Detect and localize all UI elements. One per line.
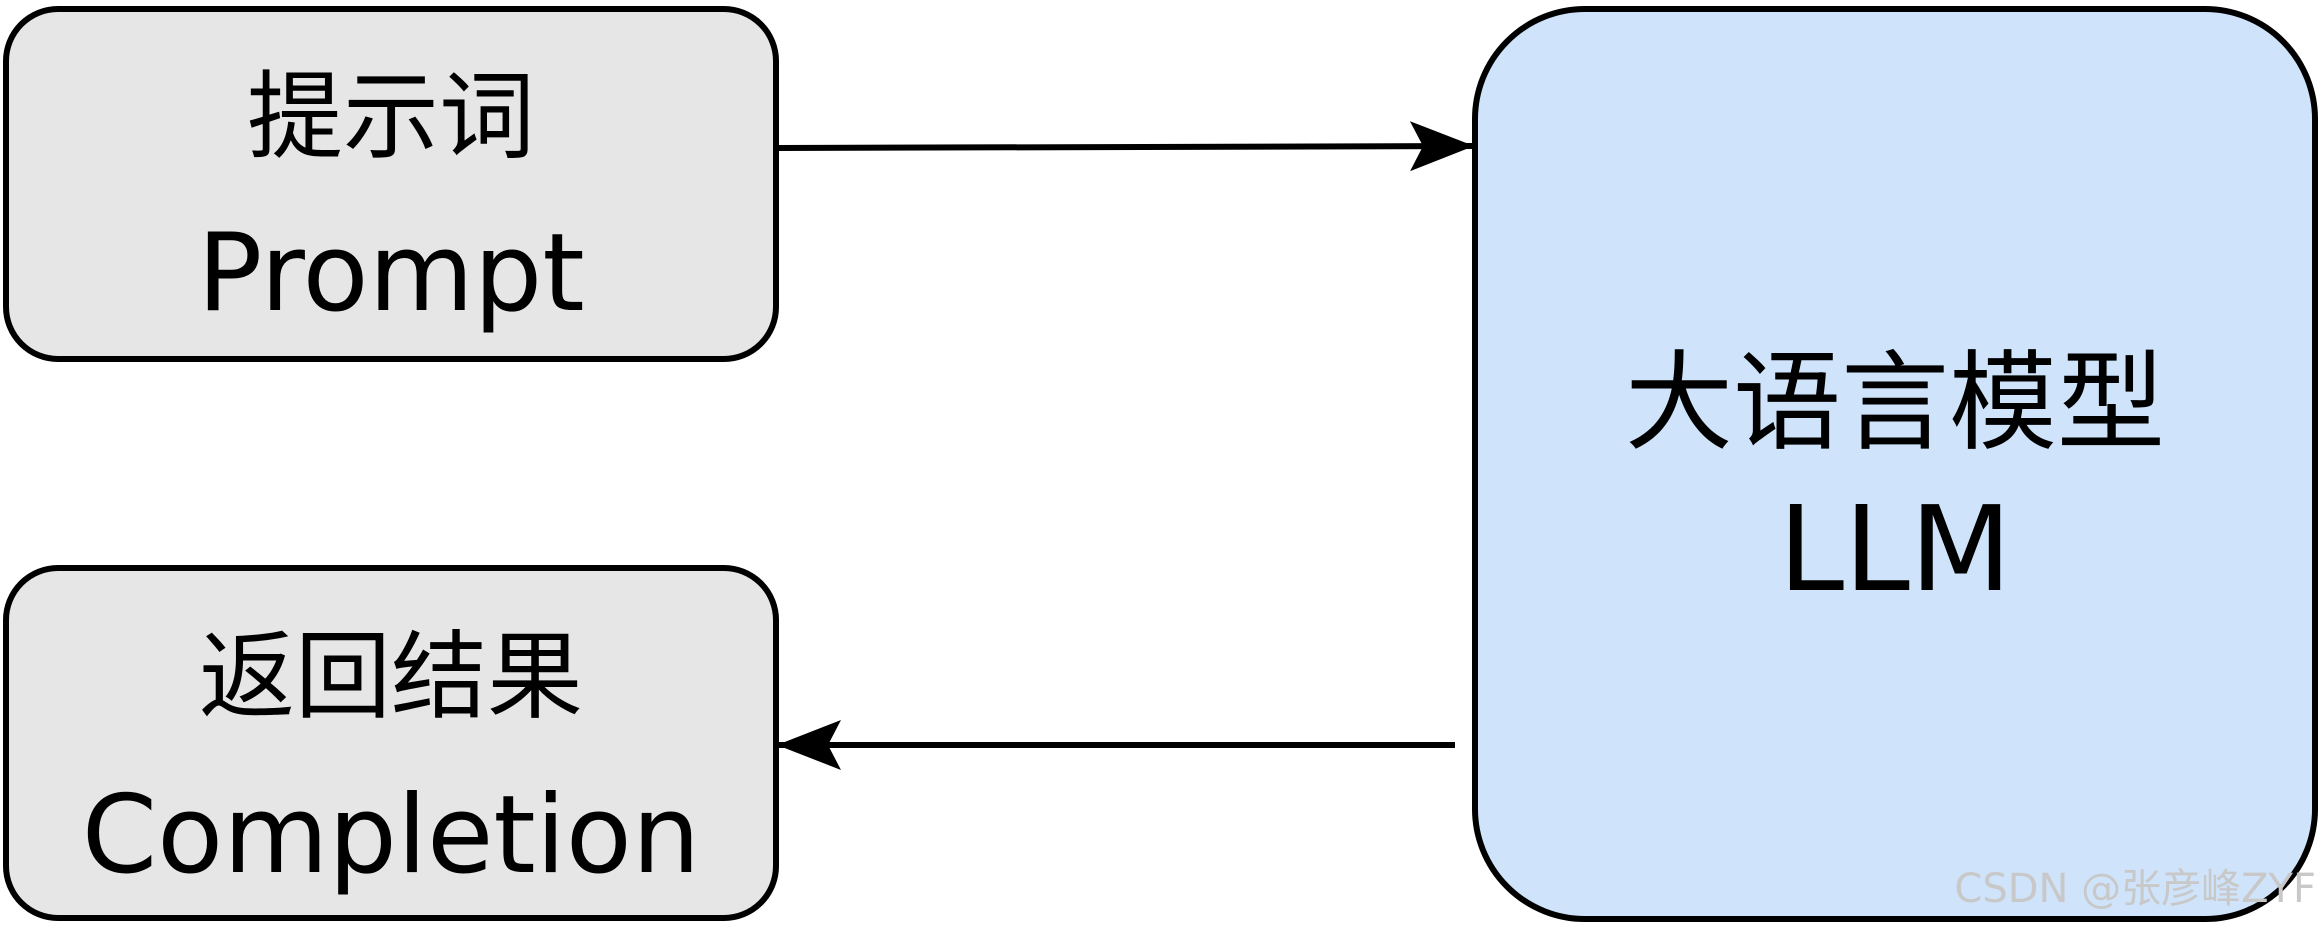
prompt-to-llm-arrow (777, 121, 1474, 172)
completion-title-zh: 返回结果 (199, 621, 583, 733)
completion-title-en: Completion (82, 773, 701, 898)
prompt-title-en: Prompt (197, 211, 584, 336)
llm-title-en: LLM (1778, 480, 2011, 618)
prompt-node: 提示词 Prompt (3, 6, 779, 362)
llm-node: 大语言模型 LLM (1472, 6, 2318, 922)
llm-title-zh: 大语言模型 (1625, 341, 2165, 466)
csdn-watermark: CSDN @张彦峰ZYF (1954, 866, 2316, 912)
llm-box (1472, 6, 2318, 922)
prompt-title-zh: 提示词 (247, 61, 535, 173)
completion-node: 返回结果 Completion (3, 565, 779, 921)
completion-box (3, 565, 779, 921)
prompt-box (3, 6, 779, 362)
